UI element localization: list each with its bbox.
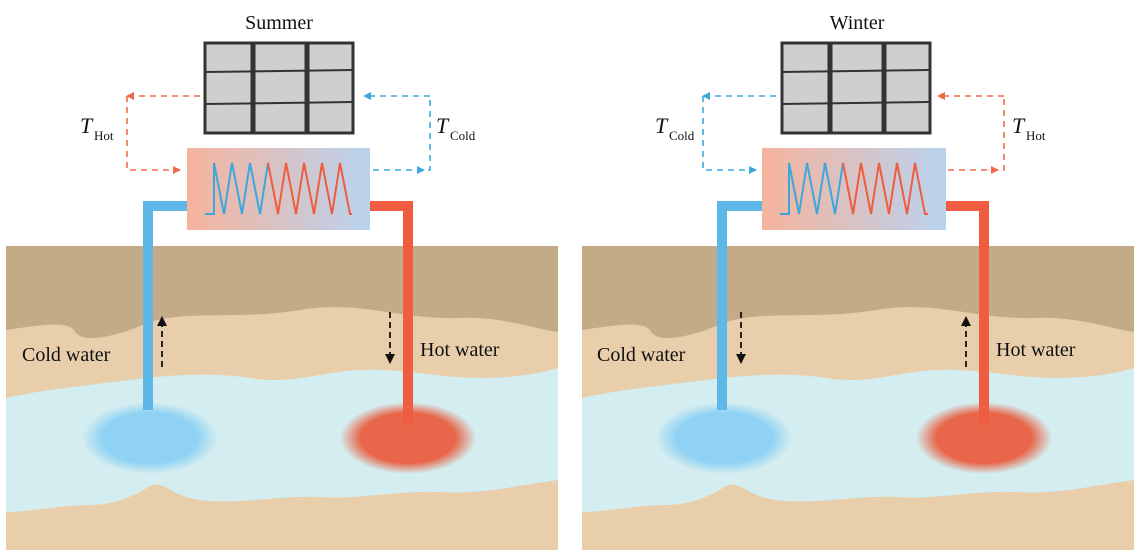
left-temp-symbol: T (655, 113, 669, 138)
coil-hot-section (842, 162, 928, 215)
hot-water-label: Hot water (420, 339, 500, 361)
panel-summer: Summer T Hot T Cold Cold water Hot water (6, 12, 558, 550)
hot-water-store (916, 402, 1052, 474)
cold-line-in-summer (373, 96, 431, 171)
cold-water-store (82, 402, 218, 474)
building (203, 41, 355, 135)
heat-exchanger-summer (187, 148, 370, 230)
right-temp-subscript: Hot (1026, 128, 1046, 143)
left-temp-subscript: Cold (669, 128, 695, 143)
cold-water-store (656, 402, 792, 474)
right-temp-subscript: Cold (450, 128, 476, 143)
hot-water-store (340, 402, 476, 474)
ground-winter (582, 246, 1134, 550)
coil-cold-section (205, 162, 269, 215)
hot-line-in-winter (948, 96, 1005, 171)
coil-cold-section (780, 162, 844, 215)
heat-exchanger-box (762, 148, 946, 230)
building (780, 41, 932, 135)
panel-title: Summer (245, 12, 313, 34)
cold-well-pipe (143, 201, 205, 410)
cold-water-label: Cold water (22, 344, 111, 366)
left-temp-subscript: Hot (94, 128, 114, 143)
ground-summer (6, 246, 558, 550)
cold-well-pipe (717, 201, 780, 410)
cold-water-label: Cold water (597, 344, 686, 366)
hot-water-label: Hot water (996, 339, 1076, 361)
building-winter (780, 41, 932, 135)
right-temp-symbol: T (1012, 113, 1026, 138)
cold-arrow-in-winter (702, 96, 757, 174)
building-summer (203, 41, 355, 135)
left-temp-symbol: T (80, 113, 94, 138)
hot-well-pipe (928, 201, 989, 425)
panel-title: Winter (830, 12, 885, 34)
heat-exchanger-winter (762, 148, 946, 230)
heat-exchanger-box (187, 148, 370, 230)
coil-hot-section (267, 162, 352, 215)
hot-well-pipe (352, 201, 413, 425)
right-temp-symbol: T (436, 113, 450, 138)
panel-winter: Winter T Cold T Hot Cold water Hot water (582, 12, 1134, 550)
hot-arrow-in-summer (126, 96, 181, 174)
